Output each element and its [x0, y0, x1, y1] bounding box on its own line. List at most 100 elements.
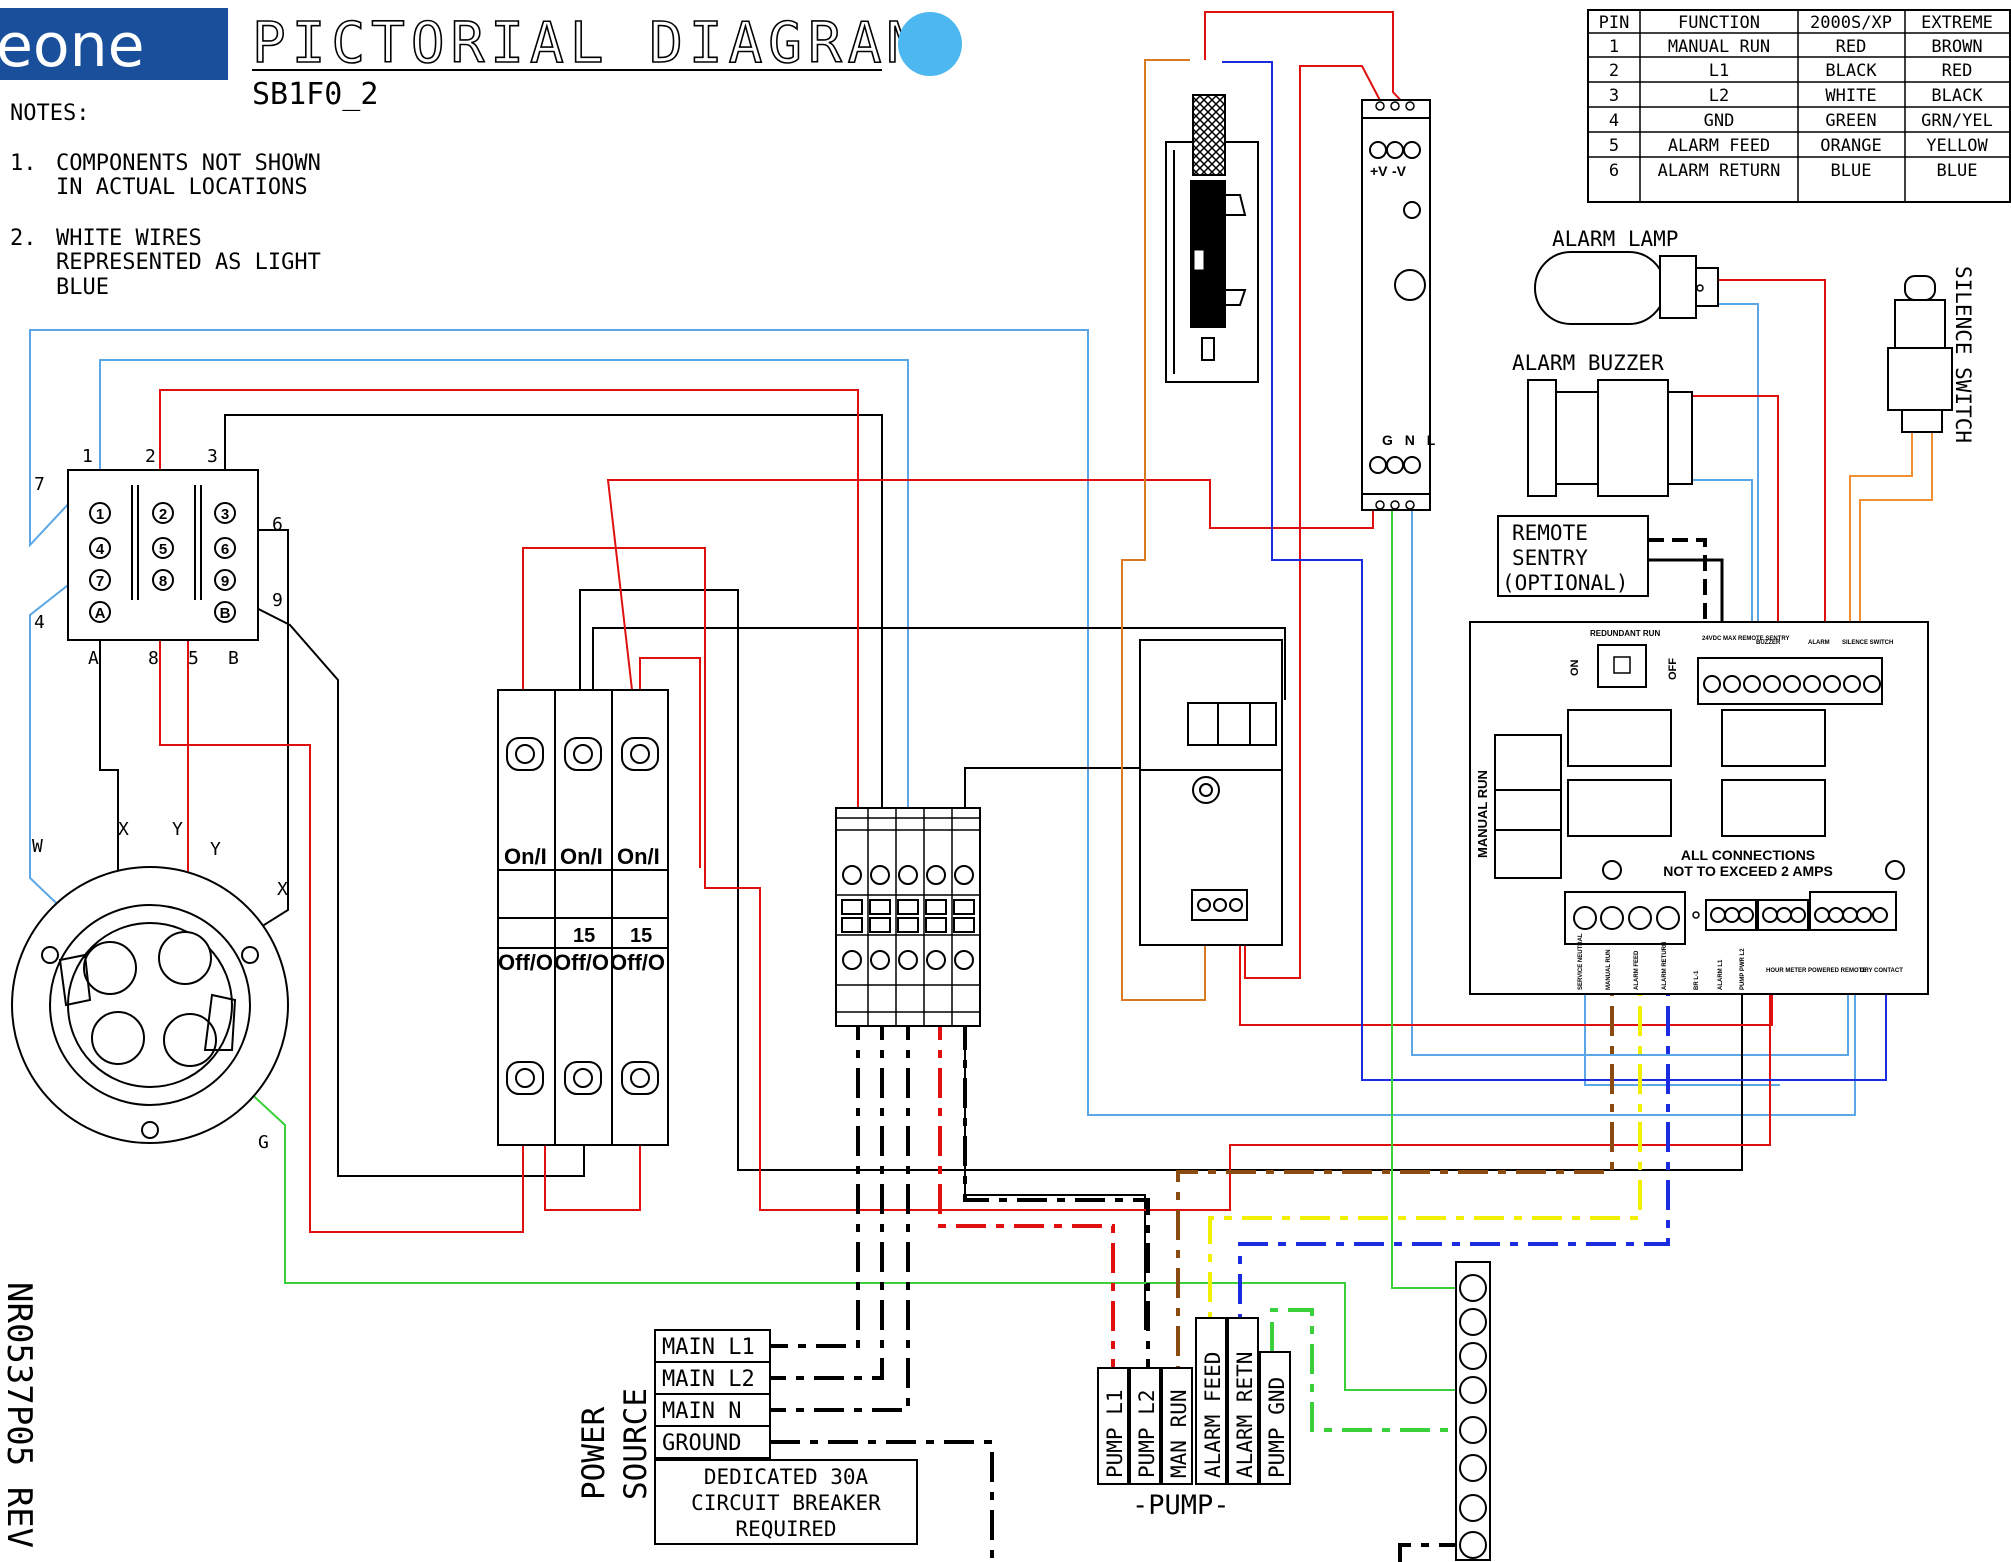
switch-on-label: ON: [1569, 659, 1581, 676]
wire-red-psu-top: [1204, 11, 1406, 106]
term-service-neutral: SERVICE NEUTRAL: [1578, 933, 1584, 990]
term-manual-run: MANUAL RUN: [1606, 949, 1612, 990]
wire-red-buzzer: [1692, 395, 1779, 682]
breaker-pole: On/I Off/O: [497, 737, 556, 1095]
wire-black-pin3: [224, 414, 883, 868]
svg-text:7: 7: [96, 573, 104, 590]
table-cell: BLACK: [1825, 61, 1877, 81]
psu-plus-v: +V: [1370, 163, 1388, 179]
connector-label: 8: [148, 648, 159, 669]
remote-sentry-line-1: REMOTE: [1512, 521, 1588, 545]
wire-red-breaker1: [522, 547, 1771, 1211]
th-extreme: EXTREME: [1921, 13, 1993, 33]
table-cell: ALARM RETURN: [1658, 161, 1781, 181]
cable-relay: [1165, 94, 1259, 383]
din-power-supply: +V -V G N L: [1361, 99, 1435, 511]
connector-pin: 8: [152, 569, 174, 591]
header: eone PICTORIAL DIAGRAM SB1F0_2: [0, 8, 962, 112]
board-warning-1: ALL CONNECTIONS: [1681, 847, 1815, 863]
svg-text:A: A: [95, 605, 106, 622]
power-source: POWER SOURCE MAIN L1 MAIN L2 MAIN N GROU…: [576, 1329, 918, 1545]
wire-orange-psu: [1121, 59, 1206, 1001]
breaker-rating: 15: [630, 925, 652, 947]
note-2-line-3: BLUE: [56, 275, 109, 300]
wire-letter: W: [32, 836, 43, 857]
connector-label: 3: [207, 446, 218, 467]
table-cell: RED: [1942, 61, 1973, 81]
svg-text:3: 3: [221, 506, 229, 523]
table-cell: BLACK: [1931, 86, 1983, 106]
table-cell: ALARM FEED: [1668, 136, 1770, 156]
connector-pin: 1: [89, 502, 111, 524]
silence-switch-label: SILENCE SWITCH: [1951, 266, 1975, 443]
breaker-pole: On/I Off/O 15: [554, 737, 613, 1095]
table-cell: GRN/YEL: [1921, 111, 1993, 131]
silence-switch[interactable]: SILENCE SWITCH: [1887, 266, 1975, 443]
connector-label: 1: [82, 446, 93, 467]
wire-letter: G: [258, 1132, 269, 1153]
table-cell: MANUAL RUN: [1668, 37, 1770, 57]
term-pump-pwr: PUMP PWR L2: [1740, 948, 1746, 990]
pump-terminal-label: ALARM FEED: [1201, 1352, 1225, 1478]
note-1-line-1: COMPONENTS NOT SHOWN: [56, 151, 321, 176]
document-number: NR0537P05 REV -: [0, 1282, 39, 1562]
wire-lightblue-pin1: [99, 359, 909, 868]
notes-heading: NOTES:: [10, 101, 89, 126]
table-cell: BLUE: [1831, 161, 1872, 181]
connector-pin: 3: [214, 502, 236, 524]
connector-label: 6: [272, 514, 283, 535]
pump-connector-plug: 1 4 7 A 2 5 8 3 6 9 B 1 2 3 7 4 6 9 A 8 …: [32, 446, 288, 1153]
page-title: PICTORIAL DIAGRAM: [252, 11, 927, 76]
connector-label: 4: [34, 612, 45, 633]
connector-pin: 7: [89, 569, 111, 591]
term-alarm: ALARM: [1808, 640, 1830, 646]
table-cell: BLUE: [1937, 161, 1978, 181]
breaker-on-label: On/I: [617, 844, 660, 869]
table-cell: RED: [1836, 37, 1867, 57]
title-dot: [898, 12, 962, 76]
field-black-sentry: [1648, 538, 1707, 670]
power-terminal: MAIN L2: [662, 1367, 755, 1392]
wire-red-breaker2-top: [606, 479, 1374, 761]
note-2-number: 2.: [10, 226, 37, 251]
psu-minus-v: -V: [1392, 163, 1407, 179]
board-warning-2: NOT TO EXCEED 2 AMPS: [1663, 863, 1833, 879]
field-black-n: [770, 1010, 910, 1412]
table-cell: L1: [1709, 61, 1729, 81]
table-cell: GND: [1704, 111, 1735, 131]
breaker-note-1: DEDICATED 30A: [704, 1465, 869, 1489]
field-wiring: [770, 538, 1707, 1562]
term-alarm-feed: ALARM FEED: [1634, 950, 1640, 990]
wire-black-pin9: [224, 591, 585, 1177]
relay: [1721, 709, 1826, 767]
pump-receptacle: [11, 866, 289, 1144]
wire-green-connector-G: [194, 1041, 1475, 1391]
svg-text:1: 1: [96, 506, 104, 523]
th-function: FUNCTION: [1678, 13, 1760, 33]
svg-text:8: 8: [159, 573, 167, 590]
ground-bar: [1455, 1261, 1491, 1561]
field-red-pump-l1: [938, 1010, 1115, 1368]
model-number: SB1F0_2: [252, 77, 378, 112]
field-black-gnd: [770, 1440, 1475, 1562]
remote-sentry: REMOTE SENTRY (OPTIONAL): [1497, 515, 1649, 597]
pump-terminal-label: MAN RUN: [1167, 1389, 1191, 1478]
wire-red-pin2: [159, 389, 859, 868]
circuit-breakers: On/I Off/O On/I Off/O 15 On/I Off/O 15: [497, 689, 669, 1146]
connector-label: A: [88, 648, 99, 669]
svg-text:4: 4: [96, 541, 105, 558]
connector-pin: 6: [214, 537, 236, 559]
wire-lightblue-pin7: [29, 329, 1856, 1116]
manual-run-switch[interactable]: [1494, 734, 1562, 879]
pump-label: -PUMP-: [1132, 1490, 1230, 1521]
field-black-l2: [770, 1010, 884, 1380]
wire-red-b3-bottom: [544, 1090, 641, 1211]
pump-terminal-label: PUMP GND: [1265, 1377, 1289, 1478]
table-cell: YELLOW: [1926, 136, 1988, 156]
wire-blue-psu: [1222, 61, 1887, 1081]
wire-letter: X: [277, 879, 288, 900]
table-cell: GREEN: [1825, 111, 1876, 131]
notes: NOTES: 1. COMPONENTS NOT SHOWN IN ACTUAL…: [10, 101, 321, 300]
pump-terminal-label: PUMP L1: [1103, 1389, 1127, 1478]
